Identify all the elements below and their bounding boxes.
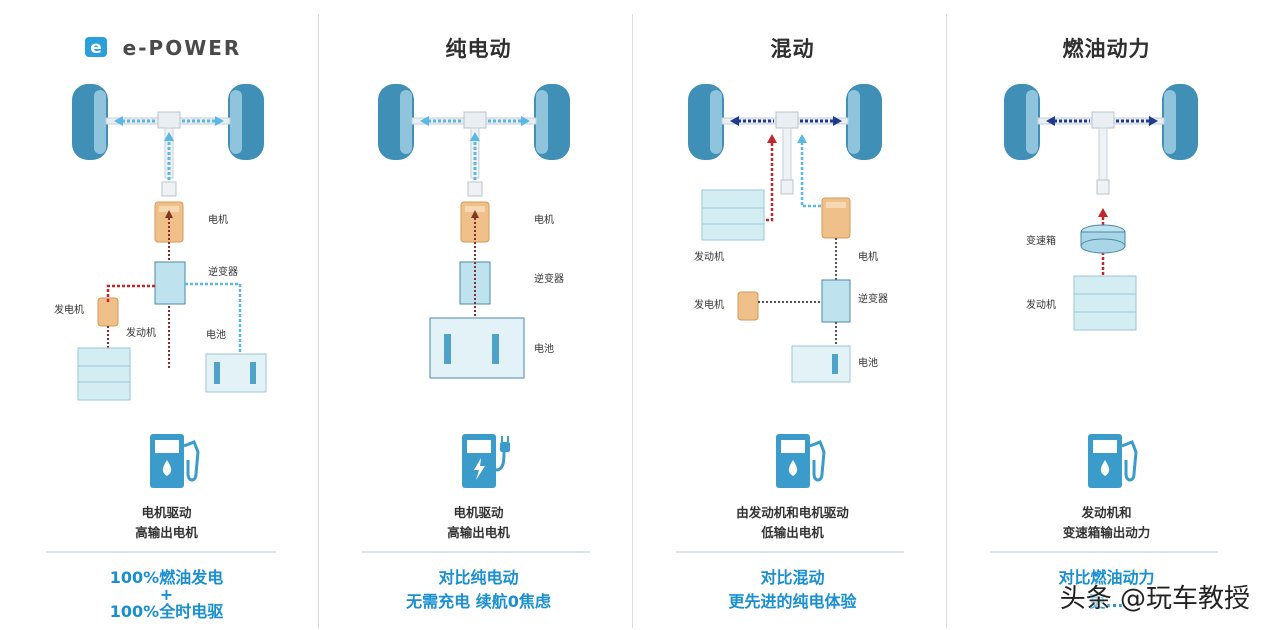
description-line: 由发动机和电机驱动 [736, 505, 849, 520]
highlight-text: 对比纯电动 无需充电 续航0焦虑 [322, 566, 635, 614]
label-engine: 发动机 [694, 250, 724, 263]
column-ev: 纯电动 电机 逆变器 电池 电机驱动 高输出电机 对比纯电动 [322, 0, 635, 630]
epower-drivetrain-diagram: 电机 逆变器 发电机 发动机 电池 [54, 84, 267, 401]
label-motor: 电机 [534, 213, 554, 226]
label-inverter: 逆变器 [858, 292, 888, 305]
generator-icon [737, 291, 759, 321]
column-title: 混动 [770, 37, 815, 61]
ev-charger-icon [462, 434, 510, 488]
engine-icon [77, 347, 131, 401]
column-title: 燃油动力 [1062, 37, 1151, 61]
highlight-line: + [159, 585, 174, 604]
column-divider [318, 14, 319, 628]
separator [990, 551, 1218, 553]
ice-drivetrain-diagram: 变速箱 发动机 [1004, 84, 1198, 331]
tire-left-icon [1004, 84, 1040, 160]
highlight-text: 对比混动 更先进的纯电体验 [636, 566, 949, 614]
description-line: 高输出电机 [447, 525, 510, 540]
engine-icon [1073, 275, 1137, 331]
label-battery: 电池 [534, 342, 554, 355]
label-generator: 发电机 [54, 303, 84, 316]
separator [362, 551, 590, 553]
column-title: 纯电动 [445, 37, 512, 61]
highlight-text: 100%燃油发电 + 100%全时电驱 [10, 569, 323, 620]
highlight-line: 100%全时电驱 [109, 602, 224, 621]
tire-right-icon [228, 84, 264, 160]
battery-icon [791, 345, 851, 383]
tire-right-icon [534, 84, 570, 160]
label-motor: 电机 [858, 250, 878, 263]
hybrid-drivetrain-diagram: 发动机 电机 发电机 逆变器 电池 [688, 84, 888, 383]
label-generator: 发电机 [694, 298, 724, 311]
highlight-line: 100%燃油发电 [109, 568, 224, 587]
description-line: 发动机和 [1081, 505, 1132, 520]
description-line: 电机驱动 [453, 505, 504, 520]
inverter-icon [154, 261, 186, 305]
highlight-line: 对比燃油动力 [1058, 568, 1155, 587]
tire-left-icon [378, 84, 414, 160]
highlight-line: 对比纯电动 [438, 568, 519, 587]
column-epower: e e-POWER 电机 逆变器 发电机 发动机 [10, 0, 323, 630]
epower-logo: e e-POWER [10, 33, 323, 65]
column-ice: 燃油动力 变速箱 发动机 发动机和 变速箱输出动力 对比燃油动力 更... [950, 0, 1263, 630]
separator [676, 551, 904, 553]
label-engine: 发动机 [126, 326, 156, 339]
fuel-pump-icon [150, 434, 200, 488]
description: 电机驱动 高输出电机 [322, 503, 635, 543]
motor-icon [821, 197, 851, 239]
watermark: 头条 @玩车教授 [1059, 584, 1250, 614]
fuel-pump-icon [1088, 434, 1138, 488]
tire-left-icon [72, 84, 108, 160]
description-line: 低输出电机 [761, 525, 824, 540]
ev-drivetrain-diagram: 电机 逆变器 电池 [378, 84, 570, 379]
description: 由发动机和电机驱动 低输出电机 [636, 503, 949, 543]
label-battery: 电池 [858, 356, 878, 369]
tire-left-icon [688, 84, 724, 160]
epower-title-text: e-POWER [122, 36, 241, 60]
description-line: 变速箱输出动力 [1062, 525, 1151, 540]
highlight-text: 对比燃油动力 更... [950, 566, 1263, 614]
svg-text:e: e [90, 38, 102, 58]
column-divider [946, 14, 947, 628]
column-divider [632, 14, 633, 628]
description: 发动机和 变速箱输出动力 [950, 503, 1263, 543]
inverter-icon [821, 279, 851, 323]
label-gearbox: 变速箱 [1026, 234, 1056, 247]
description-line: 高输出电机 [135, 525, 198, 540]
tire-right-icon [846, 84, 882, 160]
label-inverter: 逆变器 [208, 265, 238, 278]
fuel-pump-icon [776, 434, 826, 488]
engine-icon [701, 189, 765, 241]
description: 电机驱动 高输出电机 [10, 503, 323, 543]
label-battery: 电池 [206, 328, 226, 341]
generator-icon [97, 297, 119, 327]
highlight-line: 对比混动 [760, 568, 825, 587]
highlight-line: 更先进的纯电体验 [728, 592, 857, 611]
highlight-line: 无需充电 续航0焦虑 [406, 592, 551, 611]
separator [46, 551, 276, 553]
tire-right-icon [1162, 84, 1198, 160]
battery-icon [205, 353, 267, 393]
column-hybrid: 混动 发动机 电机 发电机 逆变器 电池 [636, 0, 949, 630]
label-inverter: 逆变器 [534, 272, 564, 285]
battery-icon [429, 317, 525, 379]
label-engine: 发动机 [1026, 298, 1056, 311]
label-motor: 电机 [208, 213, 228, 226]
description-line: 电机驱动 [141, 505, 192, 520]
gearbox-icon [1080, 224, 1126, 254]
highlight-line: 更... [1089, 592, 1124, 611]
